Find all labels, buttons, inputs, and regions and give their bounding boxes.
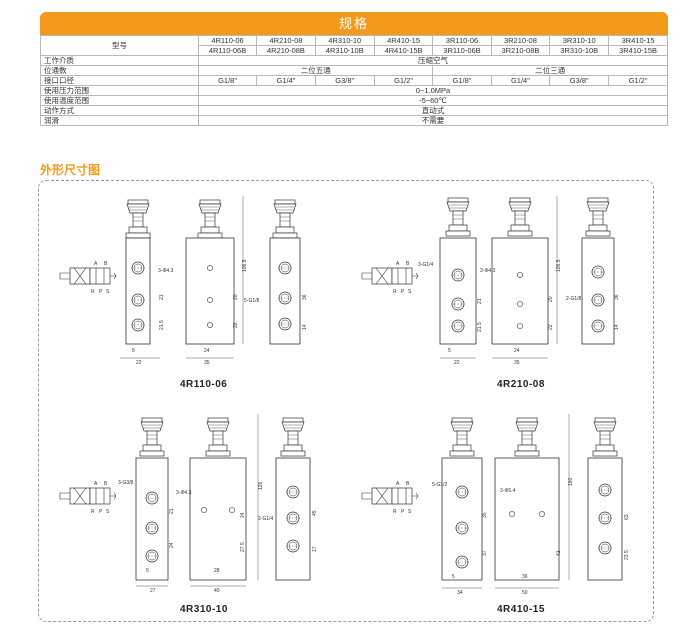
svg-text:S: S [408,509,412,515]
symbol-labels: A B R P S A B R P S A B R P S A B R P S [91,261,412,515]
svg-text:B: B [406,261,410,267]
svg-text:S: S [106,289,110,295]
svg-text:A: A [396,481,400,487]
svg-text:27.5: 27.5 [240,542,246,552]
svg-text:B: B [104,261,108,267]
svg-text:27: 27 [150,588,156,594]
svg-text:21: 21 [169,508,175,514]
svg-text:A: A [396,261,400,267]
svg-text:20: 20 [548,296,554,302]
svg-text:A: A [94,481,98,487]
svg-text:24: 24 [514,348,520,354]
svg-text:5-G1/8: 5-G1/8 [244,298,260,304]
svg-text:20: 20 [233,294,239,300]
svg-text:63: 63 [624,514,630,520]
svg-text:37: 37 [482,550,488,556]
dimension-annotations: 3-Φ4.3 5-G1/8 106.5 21 21.5 5 22 24 35 2… [118,259,630,596]
svg-text:36: 36 [522,574,528,580]
svg-text:R: R [91,289,95,295]
svg-text:A: A [94,261,98,267]
svg-text:5: 5 [146,568,149,574]
svg-text:35: 35 [204,360,210,366]
svg-text:B: B [104,481,108,487]
model-label-4R110-06: 4R110-06 [180,379,228,390]
spec-title: 规格 [40,12,668,36]
svg-text:22: 22 [233,322,239,328]
drawing-4R310-10 [59,414,311,587]
svg-text:2-G1/4: 2-G1/4 [258,516,274,522]
svg-text:3-G1/4: 3-G1/4 [418,262,434,268]
svg-text:36: 36 [302,294,308,300]
svg-text:50: 50 [522,590,528,596]
svg-text:2-G1/8: 2-G1/8 [566,296,582,302]
svg-text:106.5: 106.5 [556,259,562,272]
svg-text:14: 14 [614,324,620,330]
svg-text:R: R [393,509,397,515]
model-label-4R410-15: 4R410-15 [497,604,545,615]
svg-text:35: 35 [514,360,520,366]
svg-text:P: P [99,289,103,295]
svg-text:3-Φ4.3: 3-Φ4.3 [176,490,192,496]
dimensions-frame [38,180,654,622]
svg-text:21.5: 21.5 [159,320,165,330]
svg-text:160: 160 [568,477,574,486]
lube-value: 不需要 [198,115,668,126]
svg-text:P: P [401,509,405,515]
svg-text:P: P [401,289,405,295]
drawing-4R110-06 [59,196,301,359]
drawing-4R410-15 [361,414,623,589]
svg-text:24: 24 [169,542,175,548]
svg-text:22: 22 [454,360,460,366]
svg-text:45: 45 [312,510,318,516]
svg-text:21: 21 [477,298,483,304]
svg-text:24: 24 [204,348,210,354]
dimensions-title: 外形尺寸图 [40,163,101,177]
svg-text:17: 17 [312,546,318,552]
svg-text:21: 21 [159,294,165,300]
svg-text:34: 34 [457,590,463,596]
svg-text:5-G1/2: 5-G1/2 [432,482,448,488]
svg-text:23.5: 23.5 [624,550,630,560]
svg-text:3-G3/8: 3-G3/8 [118,480,134,486]
svg-text:40: 40 [214,588,220,594]
svg-text:36: 36 [614,294,620,300]
spec-table: 型号 4R110-06 4R210-08 4R310-10 4R410-15 3… [40,35,668,126]
svg-text:5: 5 [452,574,455,580]
svg-text:41: 41 [556,550,562,556]
svg-text:S: S [106,509,110,515]
svg-text:S: S [408,289,412,295]
svg-text:R: R [91,509,95,515]
svg-text:3-Φ4.3: 3-Φ4.3 [158,268,174,274]
svg-text:R: R [393,289,397,295]
svg-text:14: 14 [302,324,308,330]
svg-text:3-Φ5.4: 3-Φ5.4 [500,488,516,494]
drawing-4R210-08 [361,196,615,359]
model-label-4R310-10: 4R310-10 [180,604,228,615]
svg-text:5: 5 [132,348,135,354]
svg-text:126: 126 [258,481,264,490]
svg-text:106.5: 106.5 [242,259,248,272]
svg-text:3-Φ4.3: 3-Φ4.3 [480,268,496,274]
svg-text:22: 22 [136,360,142,366]
model-label-4R210-08: 4R210-08 [497,379,545,390]
svg-text:5: 5 [448,348,451,354]
svg-text:24: 24 [240,512,246,518]
svg-text:P: P [99,509,103,515]
svg-text:21.5: 21.5 [477,322,483,332]
svg-text:28: 28 [214,568,220,574]
svg-text:B: B [406,481,410,487]
svg-text:35: 35 [482,512,488,518]
svg-text:22: 22 [548,324,554,330]
